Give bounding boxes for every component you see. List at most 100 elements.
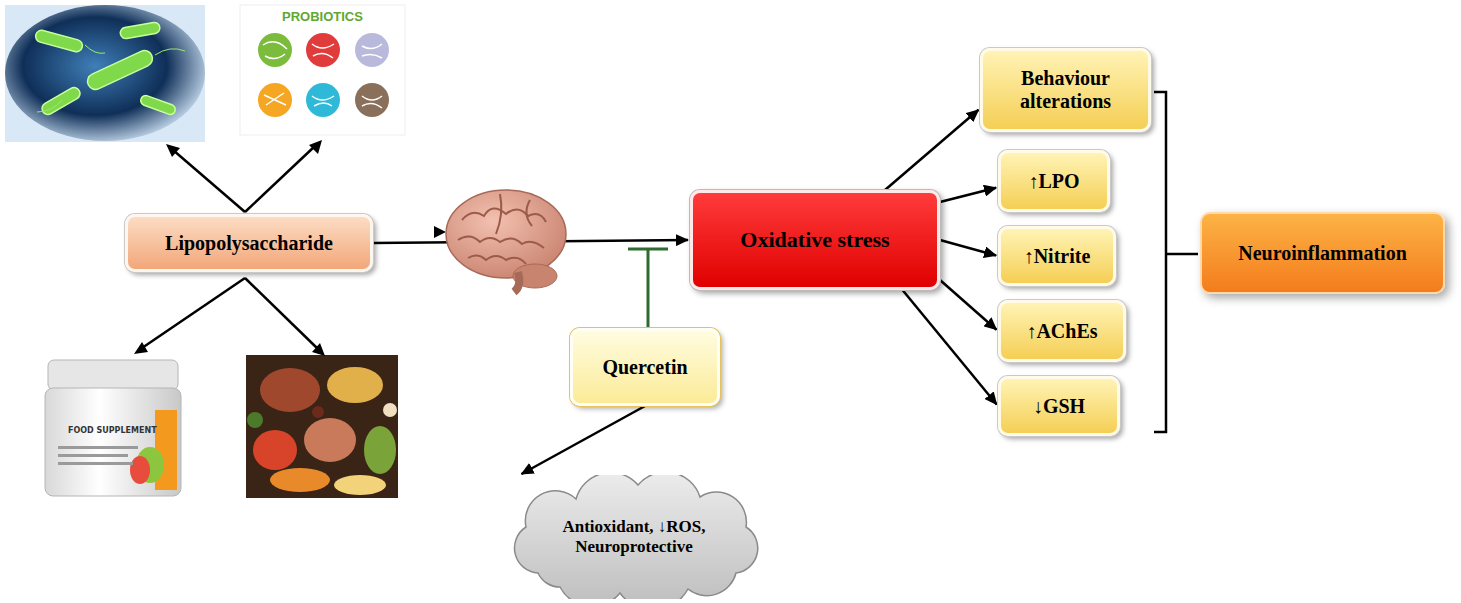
- probiotics-image: [240, 5, 405, 135]
- connector-arrow: [522, 406, 646, 474]
- brain-image: [526, 200, 532, 226]
- probiotics-image: [312, 44, 334, 58]
- probiotics-image: [312, 96, 334, 106]
- image-caption: PROBIOTICS: [282, 9, 363, 24]
- pointer-arrows: [142, 278, 245, 348]
- jar-text: FOOD SUPPLEMENT: [68, 426, 157, 435]
- food-image: [260, 368, 320, 412]
- probiotics-image: [258, 83, 292, 117]
- node-text: ↑Nitrite: [1024, 245, 1091, 268]
- bacteria-image: [37, 100, 62, 112]
- pointer-arrowheads: [309, 140, 322, 154]
- outcome-box: Behaviour alterations: [980, 48, 1151, 132]
- bacteria-image: [119, 22, 160, 40]
- marker-box: ↑Nitrite: [998, 226, 1116, 286]
- bacteria-image: [5, 5, 205, 141]
- result-box: Neuroinflammation: [1200, 212, 1445, 294]
- brain-image: [434, 190, 566, 292]
- brain-image: [462, 208, 546, 222]
- source-box: Lipopolysaccharide: [125, 214, 373, 272]
- probiotics-image: [258, 33, 292, 67]
- inhibition-mark: [647, 249, 650, 328]
- supplement-jar-image: [58, 446, 138, 449]
- brain-image: [458, 194, 546, 264]
- probiotics-image: [306, 33, 340, 67]
- probiotics-image: [264, 93, 286, 105]
- food-image: [312, 406, 324, 418]
- node-text: Oxidative stress: [740, 227, 889, 252]
- pointer-arrows: [245, 278, 318, 349]
- node-text: ↑AChEs: [1026, 320, 1097, 343]
- effect-cloud: Antioxidant, ↓ROS, Neuroprotective: [498, 475, 770, 599]
- connector-arrow: [885, 110, 979, 190]
- food-image: [304, 418, 356, 462]
- supplement-jar-image: [45, 360, 181, 496]
- brain-image: [458, 236, 544, 248]
- supplement-jar-image: [58, 462, 133, 465]
- probiotics-image: [355, 33, 389, 67]
- bacteria-image: [85, 48, 155, 92]
- agent-box: Quercetin: [570, 328, 720, 406]
- bracket: [1154, 92, 1198, 432]
- supplement-jar-image: [48, 360, 178, 390]
- node-text: Lipopolysaccharide: [165, 232, 333, 255]
- pointer-arrowheads: [312, 343, 325, 356]
- probiotics-image: [355, 83, 389, 117]
- marker-box: ↑AChEs: [998, 300, 1126, 362]
- bacteria-image: [85, 45, 105, 53]
- food-image: [246, 355, 398, 498]
- food-image: [383, 403, 397, 417]
- pointer-arrows: [173, 150, 245, 212]
- brain-image: [496, 194, 501, 234]
- inhibition-mark: [628, 248, 668, 251]
- bacteria-image: [5, 5, 205, 142]
- probiotics-image: [362, 44, 382, 58]
- bacteria-image: [34, 22, 176, 117]
- connector-arrow: [903, 290, 997, 405]
- process-box: Oxidative stress: [690, 190, 940, 290]
- food-image: [246, 355, 398, 498]
- node-text: Neuroinflammation: [1238, 242, 1407, 265]
- node-text: Quercetin: [602, 356, 687, 379]
- node-text: ↓GSH: [1033, 395, 1085, 418]
- brain-image: [446, 190, 566, 278]
- connector-arrow: [940, 240, 996, 256]
- bracket: [1154, 92, 1166, 432]
- brain-image: [434, 226, 446, 238]
- probiotics-image: [362, 96, 382, 108]
- connector-arrow: [940, 280, 997, 330]
- bacteria-image: [5, 5, 205, 142]
- bacteria-image: [139, 94, 176, 116]
- connector-arrow: [940, 188, 996, 202]
- pointer-arrows: [245, 146, 315, 212]
- food-image: [327, 367, 383, 403]
- node-text: Behaviour alterations: [989, 67, 1142, 113]
- marker-box: ↓GSH: [998, 376, 1120, 436]
- bacteria-image: [37, 45, 185, 112]
- bracket: [1166, 253, 1198, 256]
- food-image: [334, 475, 386, 495]
- marker-box: ↑LPO: [998, 150, 1110, 212]
- probiotics-image: [263, 42, 287, 59]
- food-image: [253, 430, 297, 470]
- brain-image: [468, 255, 526, 264]
- supplement-jar-image: [45, 388, 181, 496]
- food-image: [247, 412, 263, 428]
- bacteria-image: [155, 49, 185, 55]
- supplement-jar-image: [58, 454, 128, 457]
- food-image: [364, 426, 396, 474]
- supplement-jar-image: [130, 456, 150, 484]
- pointer-arrowheads: [166, 144, 180, 157]
- inhibition-mark: [628, 249, 668, 328]
- node-text: ↑LPO: [1028, 170, 1079, 193]
- bacteria-image: [34, 29, 83, 53]
- probiotics-image: [240, 5, 405, 135]
- probiotics-image: [306, 83, 340, 117]
- cloud-shape: [514, 475, 757, 599]
- probiotics-image: [263, 42, 382, 108]
- brain-image: [514, 272, 519, 292]
- pointer-arrowheads: [134, 342, 148, 354]
- node-text: Antioxidant, ↓ROS, Neuroprotective: [544, 517, 724, 556]
- food-image: [270, 468, 330, 492]
